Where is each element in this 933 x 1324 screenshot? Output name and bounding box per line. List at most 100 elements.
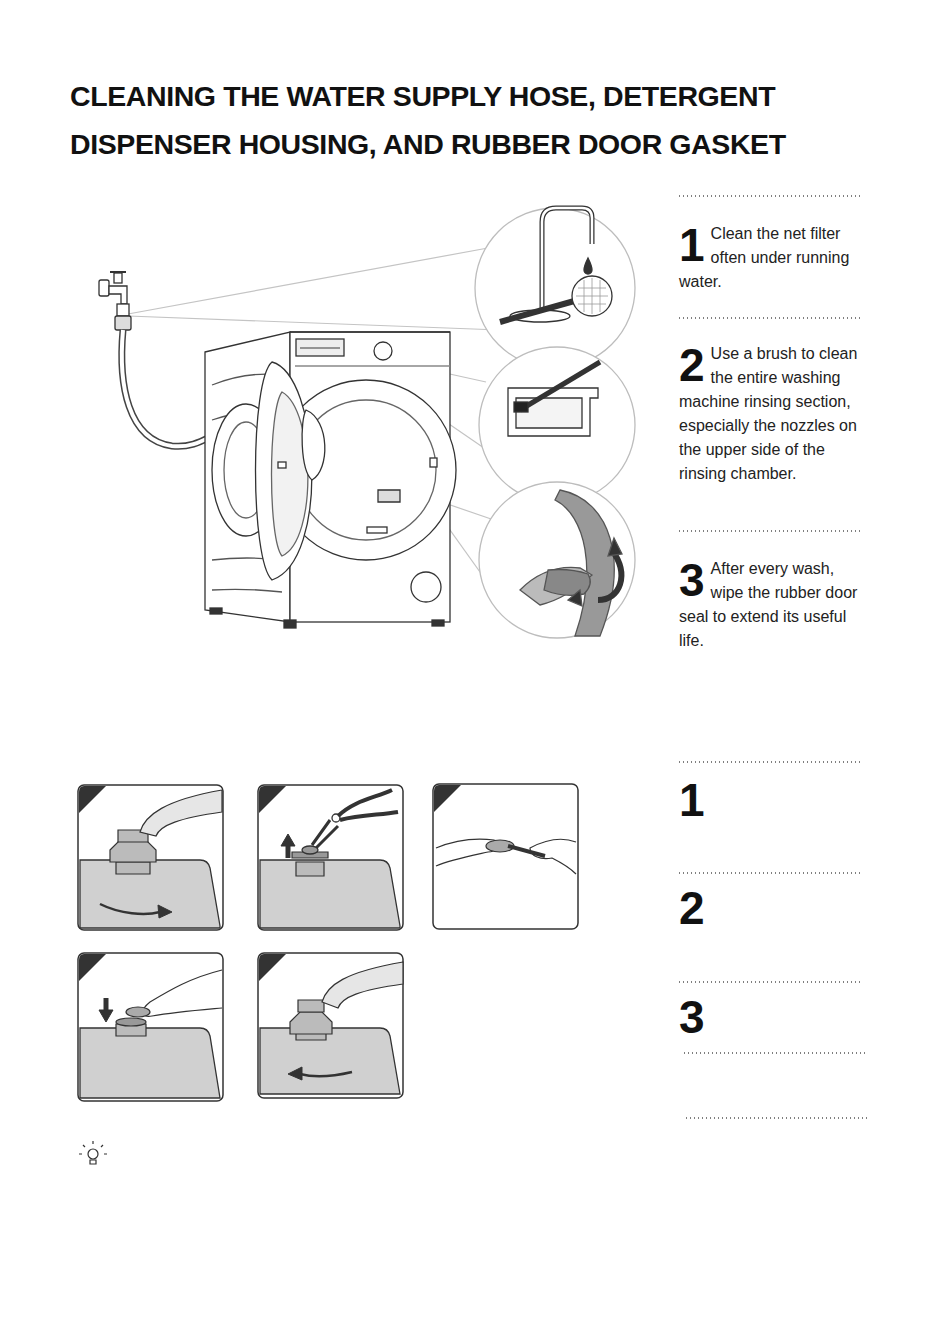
water-hose [140,790,222,836]
machine-back-panel [260,1028,400,1094]
step-number: 2 [679,888,705,928]
dotted-separator [679,872,862,873]
direction-arrow [281,834,295,846]
hand-cleaning-filter [508,846,545,856]
dotted-separator [686,1117,870,1118]
hand-inserting-filter [126,1007,150,1017]
water-hose [140,790,403,1008]
machine-back-panel [260,860,400,928]
panel-corner [259,954,286,981]
panel-corner [79,954,106,981]
direction-arrow [288,1067,302,1080]
pliers [302,790,398,854]
step-text: After every wash, wipe the rubber door s… [679,560,857,649]
faucet [115,316,131,330]
washing-machine [290,332,450,622]
washing-machine [272,392,308,556]
washing-machine [296,339,344,356]
net-filter-detail [500,208,612,322]
step-number: 1 [679,780,705,820]
step-panel [433,784,578,929]
hand-inserting-filter [143,970,222,1016]
faucet [99,280,109,296]
washing-machine [256,362,312,580]
step-panel [258,785,403,930]
washing-machine [430,458,437,467]
dotted-separator [684,1052,866,1053]
step-number: 2 [679,345,705,385]
dispenser-detail [508,362,600,436]
inlet-fitting [298,1000,324,1012]
washing-machine [302,410,325,480]
dotted-separator [679,530,862,531]
direction-arrow [158,905,172,918]
faucet [117,304,129,316]
panel-corner [434,785,461,812]
washing-machine [278,462,286,468]
dotted-separator [679,981,862,982]
washing-machine [296,400,436,540]
pliers [312,820,338,848]
door-gasket-detail [608,538,622,556]
washing-machine [432,620,444,626]
step-panel [258,953,403,1098]
leader-line [128,316,500,330]
water-hose [322,962,403,1008]
dispenser-detail [520,362,600,410]
dotted-separator [679,195,862,196]
faucet [99,272,131,330]
callout-circle [479,347,635,503]
washing-machine [284,620,296,628]
step-instruction: 3After every wash, wipe the rubber door … [679,557,859,653]
net-filter-detail [584,258,592,274]
step-number: 3 [679,997,705,1037]
tip-icon [79,1141,107,1164]
pliers [338,790,398,820]
supply-hose [122,330,212,446]
callout-circle [475,208,635,368]
washing-machine [367,527,387,533]
washing-machine [205,332,456,628]
inlet-fitting [290,1012,332,1034]
inlet-fitting [296,862,324,876]
net-filter-detail [600,280,601,312]
door-gasket-detail [568,590,582,606]
step-instruction: 1Clean the net filter often under runnin… [679,222,859,294]
washing-machine [300,347,340,348]
dispenser-detail [514,402,528,412]
net-filter-detail [584,280,585,312]
step-instruction: 2 [679,885,859,928]
inlet-fitting [110,840,156,862]
washing-machine [290,331,450,332]
step-text: Use a brush to clean the entire washing … [679,345,857,482]
direction-arrow [99,1010,113,1022]
tip-icon [79,1141,107,1154]
direction-arrow [99,834,352,1080]
step-number: 1 [679,225,705,265]
hand-inserting-filter [126,970,222,1017]
callout-circle [479,482,635,638]
faucet [110,271,126,273]
washing-machine [374,342,392,360]
step-instruction: 2Use a brush to clean the entire washing… [679,342,859,486]
hand-cleaning-filter [530,839,576,874]
dotted-separator [679,761,862,762]
step-instruction: 1 [679,777,859,820]
dispenser-detail [508,388,598,436]
step-panel [78,784,578,1101]
inlet-fitting [116,1018,146,1026]
panel-corner [79,785,461,981]
net-filter-detail [592,278,593,314]
step-number: 3 [679,560,705,600]
faucet [109,286,127,304]
net-filter-detail [572,276,612,316]
step-instruction: 3 [679,994,859,1037]
washing-machine [295,365,450,366]
dotted-separator [679,317,862,318]
door-gasket-detail [520,490,622,636]
leader-line [128,248,488,314]
step-panel [78,953,223,1101]
direction-arrow [300,1072,352,1076]
